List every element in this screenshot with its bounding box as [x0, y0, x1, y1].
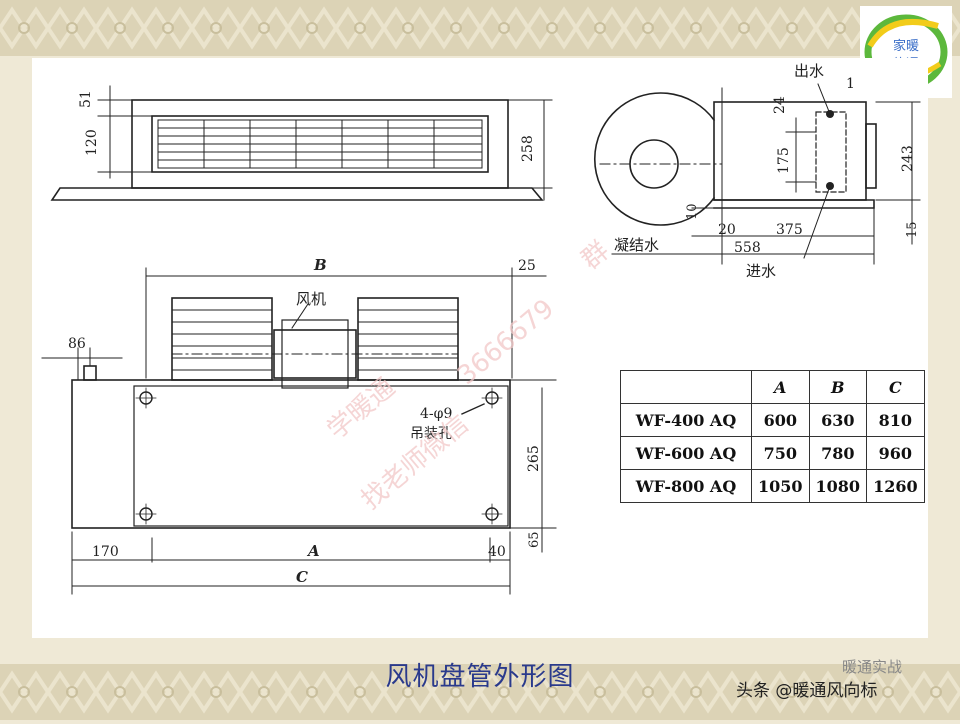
table-header-cell — [620, 370, 752, 404]
dim-86: 86 — [68, 336, 86, 352]
table-cell: WF-800 AQ — [620, 469, 752, 503]
figure-caption: 风机盘管外形图 — [385, 662, 575, 692]
table-header-cell: B — [808, 370, 868, 404]
label-fan: 风机 — [296, 290, 326, 308]
dim-40: 40 — [488, 544, 506, 560]
dim-15: 15 — [905, 221, 920, 238]
dim-A: A — [306, 542, 320, 560]
table-row: WF-600 AQ 750 780 960 — [620, 436, 925, 470]
dim-120: 120 — [84, 129, 100, 156]
label-condensate: 凝结水 — [614, 236, 659, 254]
dim-20: 20 — [718, 222, 736, 238]
corner-watermark: 暖通实战 — [842, 658, 903, 676]
table-cell: WF-400 AQ — [620, 403, 752, 437]
dim-558: 558 — [734, 240, 761, 256]
decorative-border-top — [0, 0, 960, 56]
table-cell: 780 — [808, 436, 868, 470]
logo-line-1: 家暖 — [893, 38, 919, 54]
table-cell: 1080 — [808, 469, 868, 503]
dim-265: 265 — [526, 445, 542, 472]
dim-175: 175 — [776, 147, 792, 174]
footer-attribution: 头条 @暖通风向标 — [736, 681, 878, 701]
table-row: WF-400 AQ 600 630 810 — [620, 403, 925, 437]
dim-25: 25 — [518, 258, 536, 274]
drawing-canvas: 51 120 258 — [32, 58, 928, 692]
dim-10: 10 — [685, 203, 700, 220]
table-row: WF-800 AQ 1050 1080 1260 — [620, 469, 925, 503]
table-header-row: A B C — [620, 370, 925, 404]
top-view — [50, 85, 553, 201]
table-header-cell: A — [751, 370, 810, 404]
dim-375: 375 — [776, 222, 803, 238]
table-cell: 810 — [866, 403, 925, 437]
dim-C: C — [296, 568, 308, 586]
table-cell: 960 — [866, 436, 925, 470]
decorative-border-bottom — [0, 664, 960, 720]
label-outlet: 出水 — [794, 62, 824, 80]
dim-51: 51 — [78, 90, 94, 108]
dim-24: 24 — [772, 96, 788, 114]
table-header-cell: C — [866, 370, 925, 404]
hanging-holes — [135, 387, 503, 525]
spec-table: A B C WF-400 AQ 600 630 810 WF-600 AQ 75… — [620, 370, 925, 503]
label-hanging-holes-cn: 吊装孔 — [410, 426, 452, 442]
table-cell: 630 — [808, 403, 868, 437]
table-cell: 750 — [751, 436, 810, 470]
dim-1: 1 — [846, 76, 855, 92]
label-inlet: 进水 — [746, 262, 776, 280]
dim-65: 65 — [527, 531, 542, 548]
label-hanging-holes: 4-φ9 — [420, 406, 452, 422]
dim-B: B — [313, 256, 327, 274]
dim-258: 258 — [520, 135, 536, 162]
dim-243: 243 — [900, 145, 916, 172]
dim-170: 170 — [92, 544, 119, 560]
table-cell: WF-600 AQ — [620, 436, 752, 470]
table-cell: 1050 — [751, 469, 810, 503]
table-cell: 1260 — [866, 469, 925, 503]
table-cell: 600 — [751, 403, 810, 437]
side-view — [594, 87, 921, 265]
front-view — [41, 267, 557, 595]
